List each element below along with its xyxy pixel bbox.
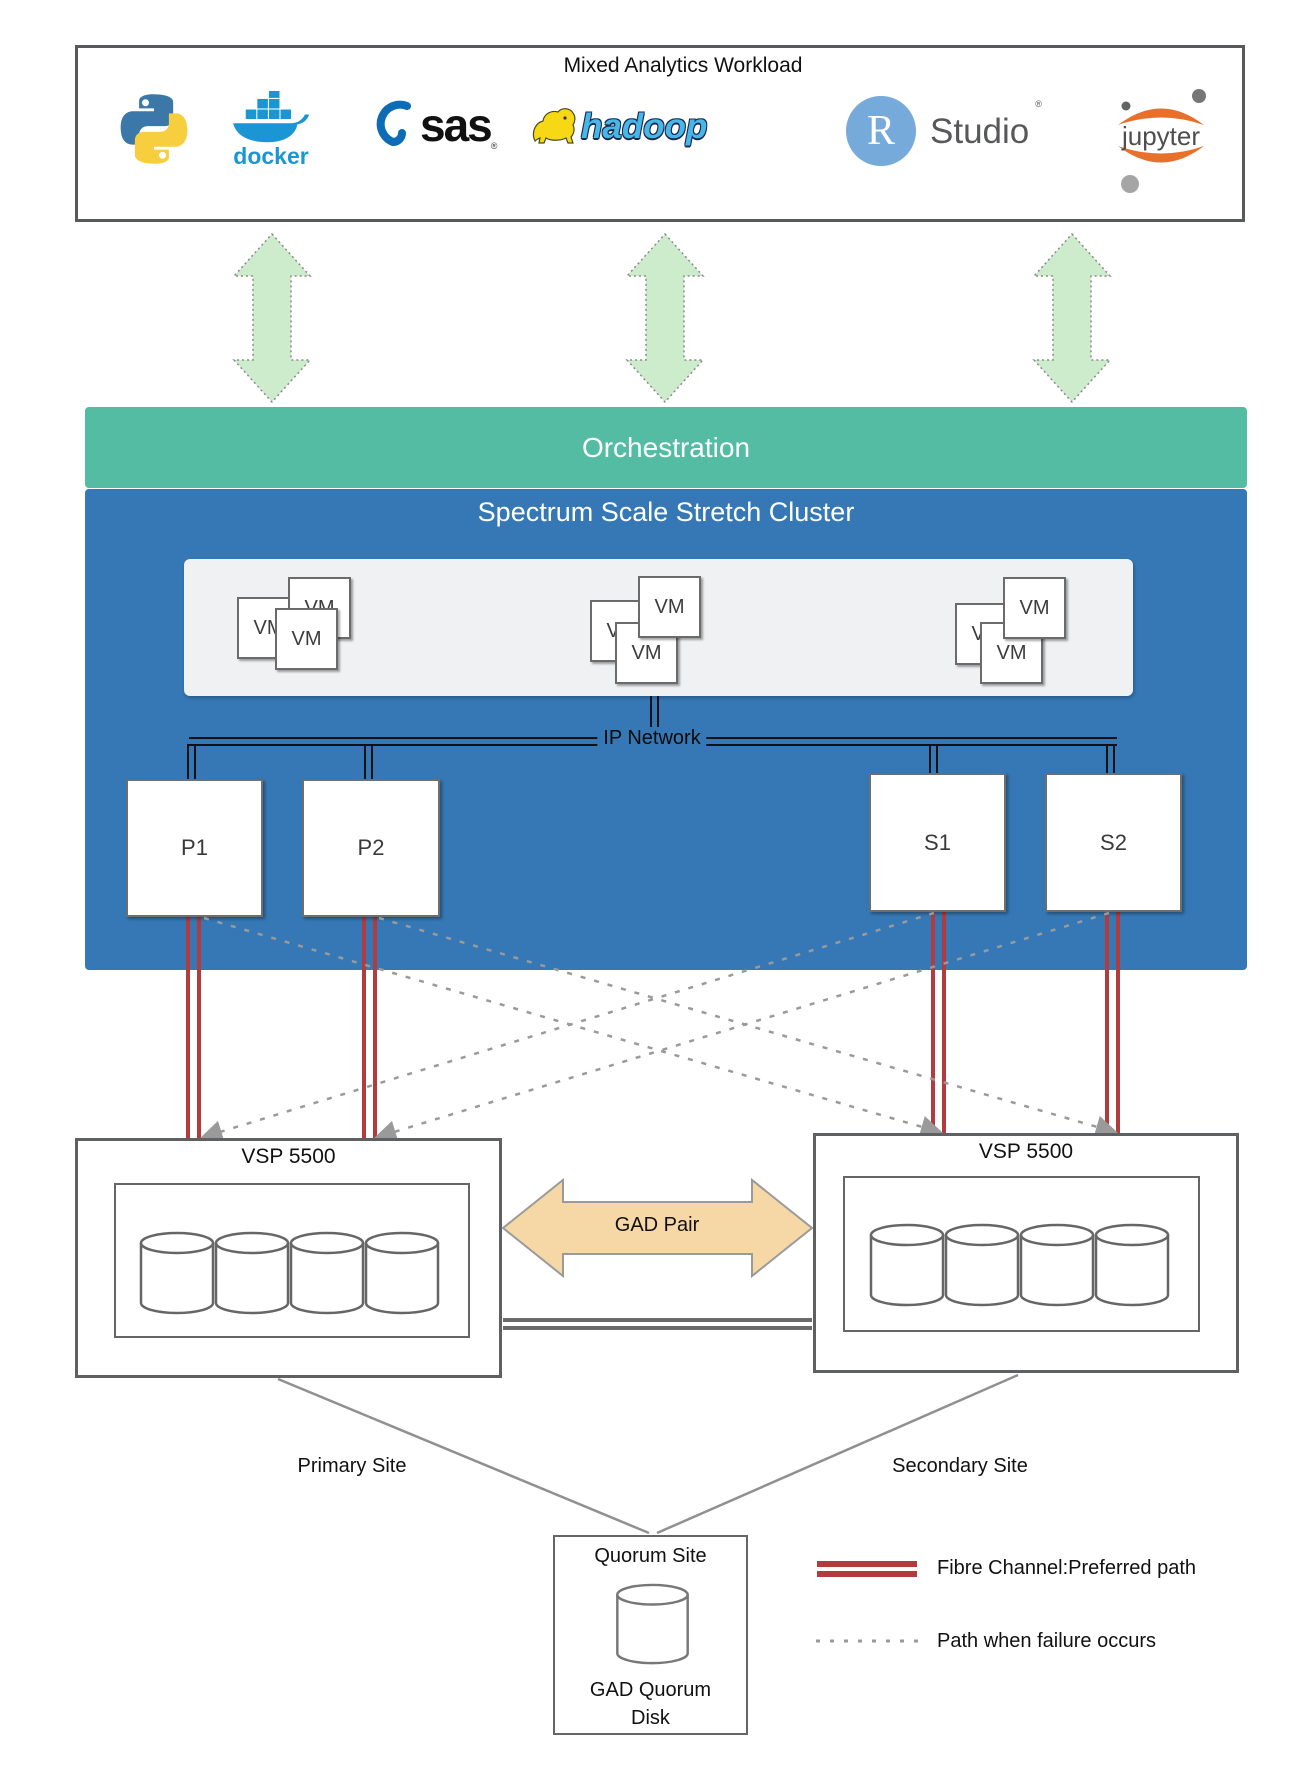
gad-pair-label: GAD Pair — [614, 1214, 700, 1236]
hadoop-elephant-icon — [529, 104, 577, 148]
fibre-channel-line — [1105, 911, 1109, 1133]
legend-fibre-channel-line-sample — [817, 1561, 917, 1567]
disk-shelf — [114, 1183, 470, 1338]
gad-quorum-disk-label-line2: Disk — [631, 1707, 670, 1729]
vm-box: VM — [638, 576, 701, 638]
gad-quorum-disk-label: GAD Quorum Disk — [555, 1676, 746, 1732]
node-label: P1 — [181, 835, 208, 860]
rstudio-logo-text: Studio — [930, 111, 1030, 151]
secondary-site-label: Secondary Site — [892, 1455, 1028, 1477]
primary-site-label: Primary Site — [297, 1455, 407, 1477]
cluster-title: Spectrum Scale Stretch Cluster — [477, 497, 855, 527]
vsp-5500-primary-box: VSP 5500 — [75, 1138, 502, 1378]
workload-orchestration-arrow — [1032, 232, 1112, 404]
gad-quorum-disk-label-line1: GAD Quorum — [589, 1679, 712, 1701]
ip-network-drop-p1 — [187, 744, 196, 781]
rstudio-logo: R Studio ® — [846, 93, 1042, 169]
rstudio-r-letter: R — [866, 108, 895, 154]
vm-box: VM — [1003, 577, 1066, 639]
fibre-channel-line — [197, 916, 201, 1138]
fibre-channel-line — [186, 916, 190, 1138]
node-label: S1 — [924, 829, 951, 855]
disk-cylinder-icon — [944, 1223, 1020, 1307]
ip-network-drop-p2 — [364, 744, 373, 781]
legend-fibre-channel-line-sample — [817, 1571, 917, 1577]
vm-label: VM — [654, 595, 685, 618]
legend-failure-path-label: Path when failure occurs — [937, 1630, 1157, 1652]
sas-logo: sas ® — [370, 95, 497, 155]
fibre-channel-line — [1116, 911, 1120, 1133]
disk-cylinder-icon — [364, 1231, 440, 1315]
ip-network-label: IP Network — [597, 727, 707, 750]
vm-label: VM — [291, 627, 322, 650]
node-box-s1: S1 — [869, 773, 1006, 912]
mixed-analytics-workload-box: Mixed Analytics Workload docker — [75, 45, 1245, 222]
node-label: P2 — [357, 835, 385, 860]
sas-logo-text: sas — [420, 99, 493, 151]
node-box-p1: P1 — [126, 779, 263, 917]
docker-logo-text: docker — [233, 143, 309, 169]
python-logo-icon — [115, 85, 193, 173]
ip-network-drop-s1 — [929, 744, 938, 775]
ip-network-drop-s2 — [1106, 744, 1115, 775]
sas-registered-mark: ® — [490, 141, 498, 151]
vm-box: VM — [275, 608, 338, 670]
disk-cylinder-icon — [214, 1231, 290, 1315]
rstudio-r-circle-icon: R — [846, 96, 916, 166]
legend-fibre-channel-label: Fibre Channel:Preferred path — [937, 1557, 1197, 1579]
vsp-title: VSP 5500 — [978, 1140, 1074, 1163]
workload-orchestration-arrow — [625, 232, 705, 404]
fibre-channel-line — [362, 916, 366, 1138]
fibre-channel-line — [942, 911, 946, 1133]
node-box-p2: P2 — [302, 779, 440, 917]
jupyter-logo-text: jupyter — [1121, 121, 1200, 151]
quorum-site-box: Quorum Site GAD Quorum Disk — [553, 1535, 748, 1735]
node-label: S2 — [1100, 829, 1127, 855]
disk-cylinder-icon — [1019, 1223, 1095, 1307]
disk-cylinder-icon — [1094, 1223, 1170, 1307]
disk-cylinder-icon — [139, 1231, 215, 1315]
fibre-channel-line — [931, 911, 935, 1133]
workload-orchestration-arrow — [232, 232, 312, 404]
quorum-site-title: Quorum Site — [594, 1545, 707, 1567]
rstudio-registered-mark: ® — [1035, 99, 1042, 109]
jupyter-logo-icon: jupyter — [1106, 78, 1216, 200]
node-box-s2: S2 — [1045, 773, 1182, 912]
ip-network-riser-line — [650, 696, 659, 741]
quorum-disk-cylinder-icon — [616, 1583, 689, 1665]
storage-link-line — [503, 1326, 812, 1330]
vm-label: VM — [631, 641, 662, 664]
disk-cylinder-icon — [289, 1231, 365, 1315]
workload-title: Mixed Analytics Workload — [563, 54, 803, 77]
vm-label: VM — [1019, 596, 1050, 619]
orchestration-bar: Orchestration — [85, 407, 1247, 488]
sas-swirl-icon — [370, 99, 420, 151]
storage-link-line — [503, 1318, 812, 1322]
hadoop-logo: hadoop — [529, 100, 707, 152]
hadoop-logo-text: hadoop — [581, 106, 708, 146]
vm-label: VM — [996, 641, 1027, 664]
fibre-channel-line — [373, 916, 377, 1138]
orchestration-label: Orchestration — [581, 431, 751, 463]
vsp-title: VSP 5500 — [241, 1145, 336, 1168]
docker-logo-icon: docker — [231, 91, 311, 181]
disk-cylinder-icon — [869, 1223, 945, 1307]
secondary-site-line — [656, 1373, 1019, 1535]
vsp-5500-secondary-box: VSP 5500 — [813, 1133, 1239, 1373]
disk-shelf — [843, 1176, 1200, 1332]
